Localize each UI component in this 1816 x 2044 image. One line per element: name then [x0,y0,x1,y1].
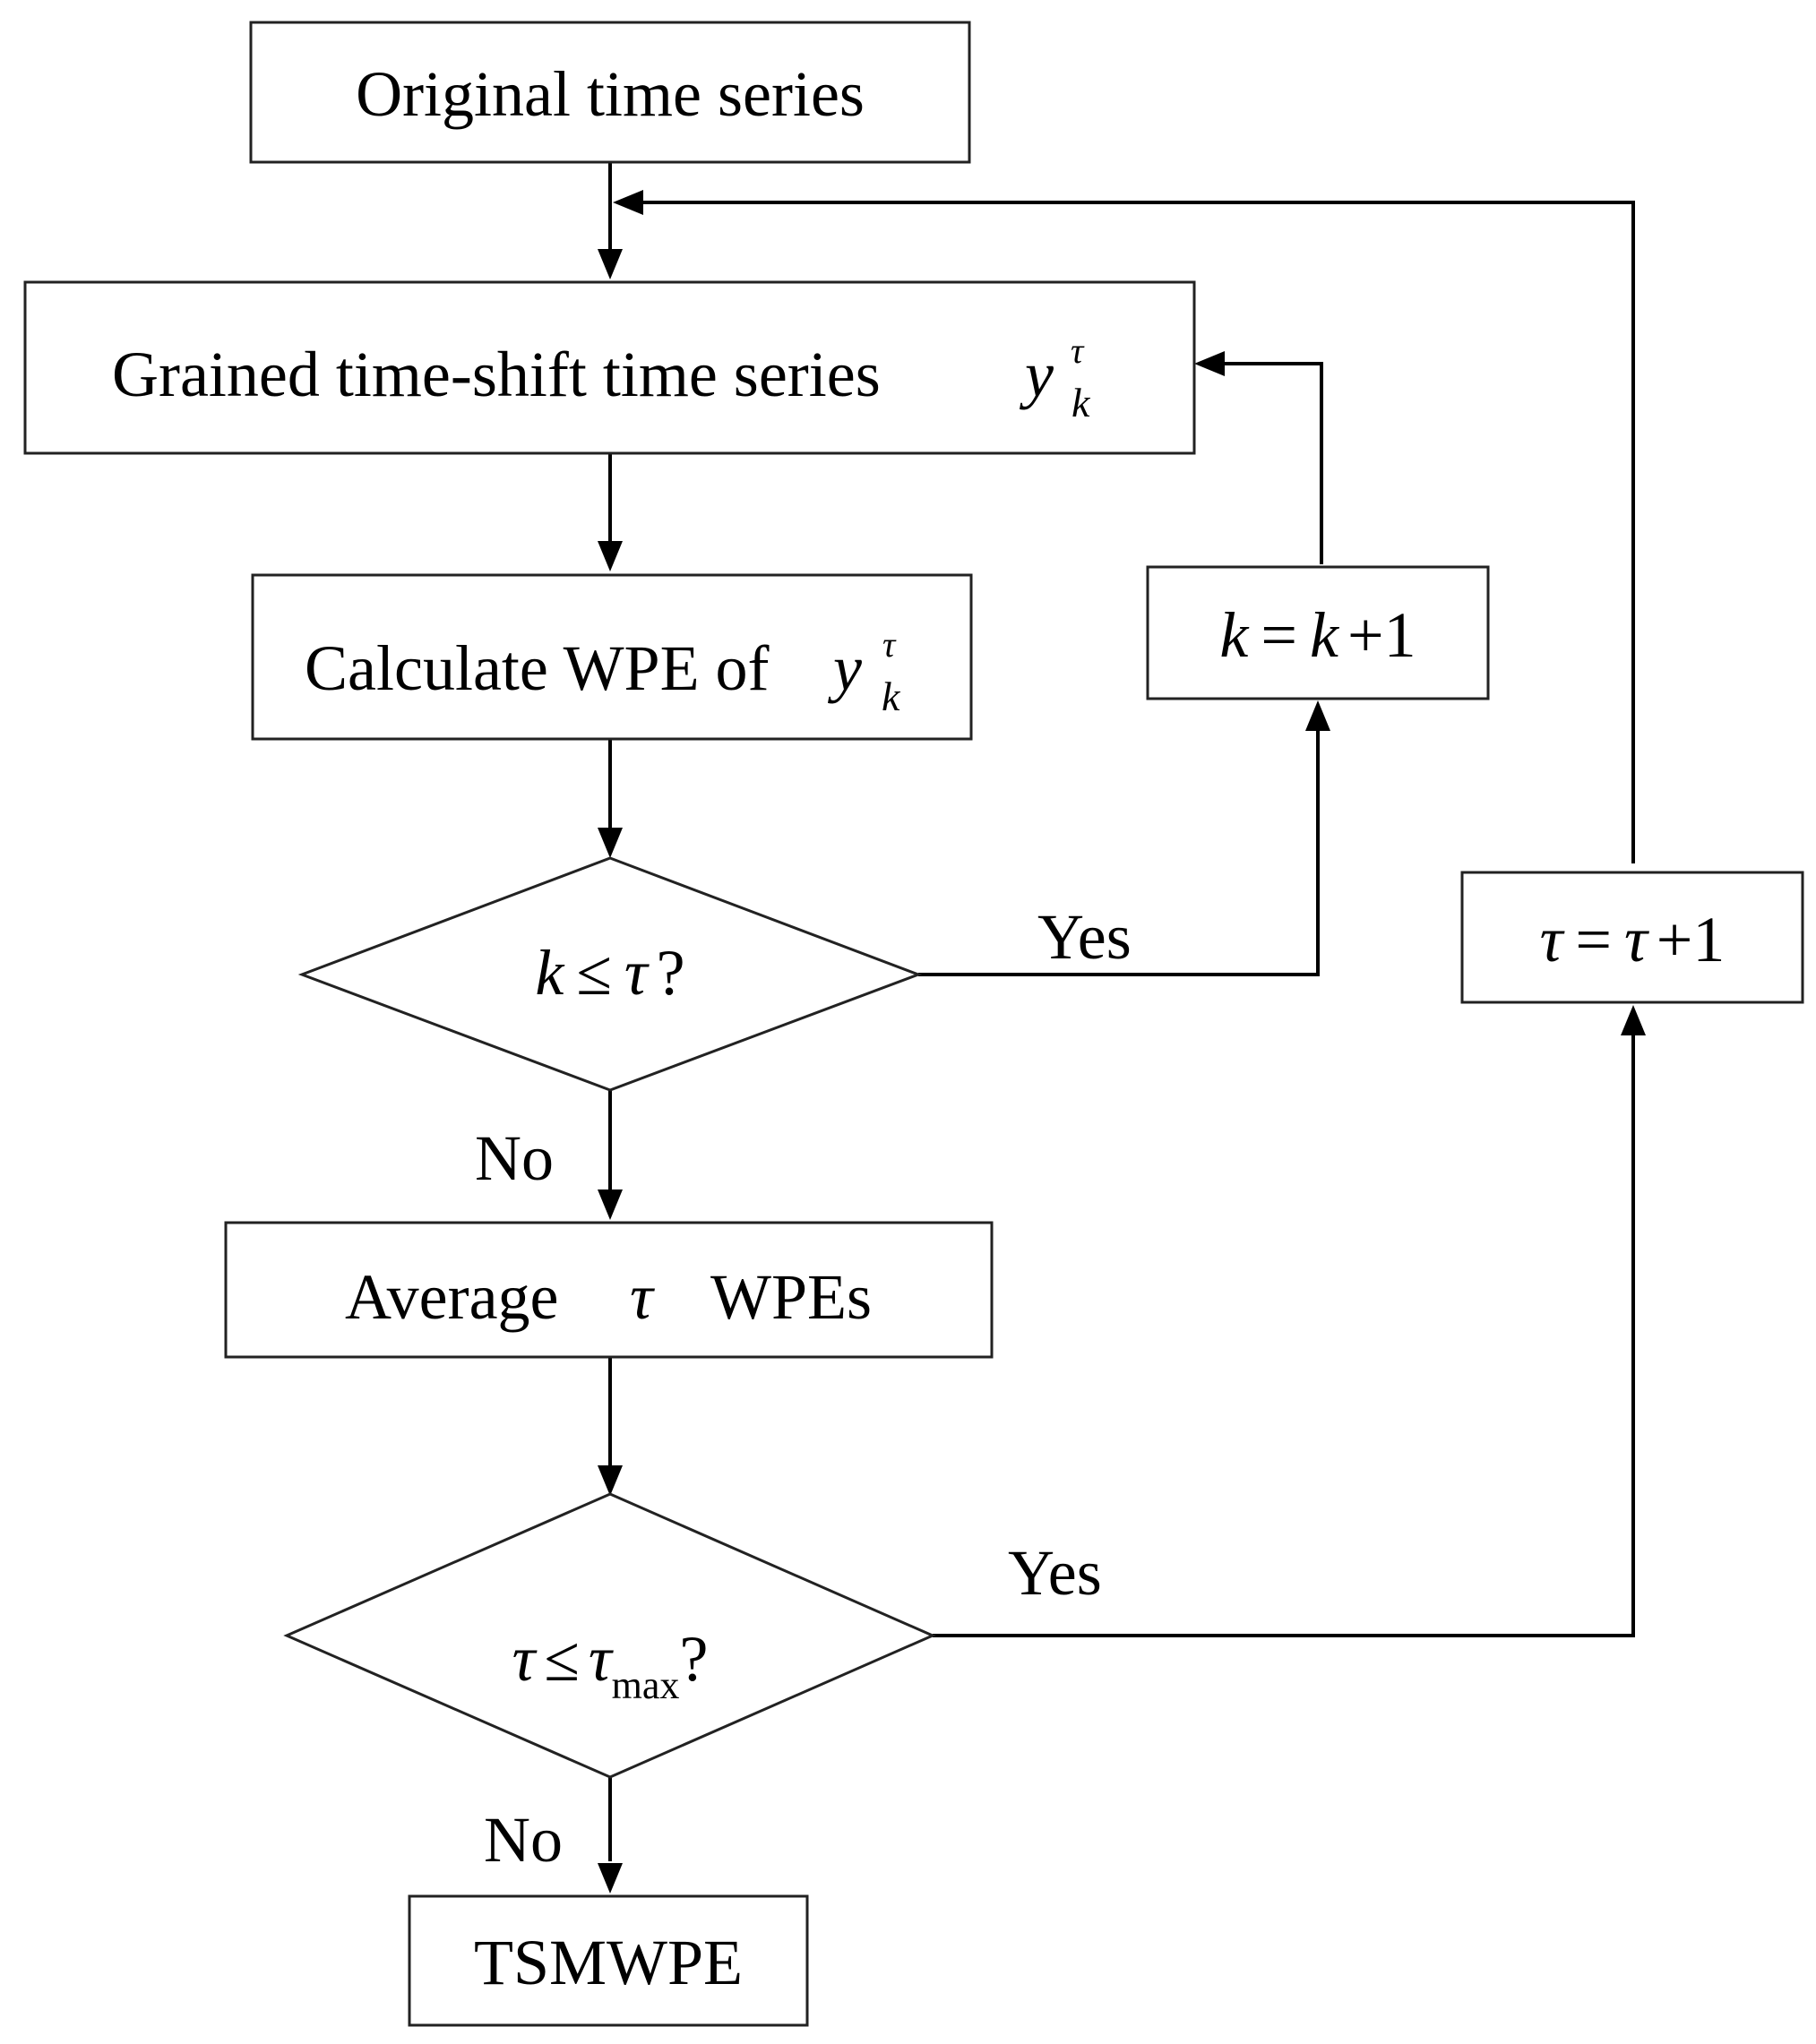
node-k-increment-text: k=k+1 [1219,599,1416,671]
arrowhead-up-k-increment [1305,700,1330,731]
edge-label-k-yes: Yes [1037,901,1132,973]
node-decision-tau: τ≤τmax? [283,1492,936,1779]
arrowhead-down-average [598,1189,623,1220]
node-original-box [249,21,971,164]
node-calculate-label: Calculate WPE of [305,632,770,704]
node-grained-var: y [1019,339,1054,410]
edge-decision-k-yes [918,726,1320,976]
edge-decision-tau-yes [933,1030,1635,1637]
edge-k-increment-to-grained [1220,362,1323,564]
node-grained-sub: k [1072,380,1091,425]
arrowhead-left-grained [1194,351,1225,376]
node-result: TSMWPE [408,1894,809,2027]
node-result-box [408,1894,809,2027]
node-grained-sup: τ [1071,331,1085,371]
node-decision-k-text: k≤τ? [535,937,684,1009]
node-original-label: Original time series [356,58,865,130]
node-calculate-box [251,573,973,741]
arrowhead-down-decision-tau [598,1465,623,1496]
node-grained-time-series: Grained time-shift time series y τ k [23,280,1196,455]
node-decision-tau-diamond [283,1492,936,1779]
node-decision-k: k≤τ? [297,856,923,1092]
node-result-label: TSMWPE [474,1927,743,1998]
node-calculate-sup: τ [882,624,897,665]
node-calculate-wpe: Calculate WPE of y τ k [251,573,973,741]
connectors [608,162,1635,1861]
node-average-prefix: Average [345,1261,559,1333]
node-decision-k-diamond [297,856,923,1092]
node-grained-box [23,280,1196,455]
node-calculate-sub: k [882,674,901,719]
node-average-box [224,1221,994,1359]
node-average-suffix: WPEs [710,1261,872,1333]
arrowhead-up-tau-increment [1621,1005,1646,1035]
node-decision-tau-text: τ≤τmax? [512,1623,709,1707]
node-average: Average τ WPEs [224,1221,994,1359]
edge-tau-increment-to-top [643,201,1635,863]
node-k-increment: k=k+1 [1146,565,1490,700]
node-original-time-series: Original time series [249,21,971,164]
node-k-increment-box [1146,565,1490,700]
node-grained-label: Grained time-shift time series [112,339,881,410]
arrowhead-down-calculate [598,541,623,571]
arrowhead-down-result [598,1863,623,1894]
node-tau-increment-box [1460,871,1804,1004]
edge-label-tau-yes: Yes [1008,1537,1102,1609]
edge-label-k-no: No [475,1122,554,1194]
arrowhead-left-top-loop [613,190,643,215]
arrowhead-down-decision-k [598,828,623,858]
node-tau-increment: τ=τ+1 [1460,871,1804,1004]
arrowheads [598,190,1646,1894]
node-calculate-var: y [827,632,862,704]
node-average-var: τ [630,1261,655,1333]
arrowhead-down-grained [598,249,623,279]
edge-label-tau-no: No [484,1804,563,1876]
node-tau-increment-text: τ=τ+1 [1540,904,1726,975]
